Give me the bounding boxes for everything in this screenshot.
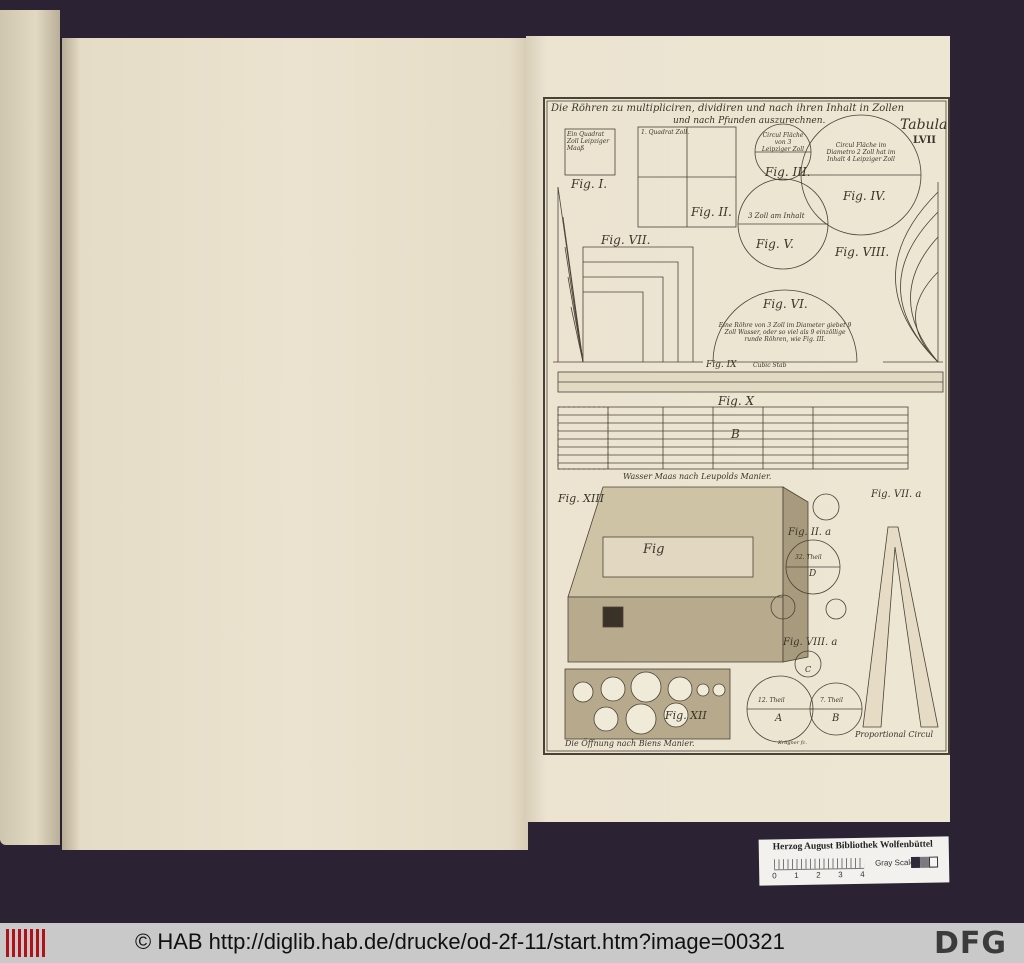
footer-bar: © HAB http://diglib.hab.de/drucke/od-2f-… — [0, 923, 1024, 963]
engraved-plate: Die Röhren zu multipliciren, dividiren u… — [543, 97, 951, 757]
fig12-label: Fig. XII — [665, 709, 707, 722]
fig8a-label: Fig. VIII. a — [783, 637, 838, 648]
fig4-circle-text: Circul Fläche im Diametro 2 Zoll hat im … — [826, 142, 896, 163]
fig8-arcs — [883, 182, 943, 363]
plate-inner-border — [546, 100, 947, 752]
fig10-label: Fig. X — [718, 394, 755, 408]
plate-drawing — [543, 97, 950, 755]
hab-logo-icon — [6, 929, 48, 957]
gray-scale-label: Gray Scale — [874, 857, 915, 868]
fig6-semicircle — [712, 289, 858, 363]
dfg-logo: DFG — [934, 926, 1008, 961]
thiel-32-label: 32. Theil — [795, 554, 822, 561]
thiel-a-label: A — [775, 713, 783, 724]
plate-title-line2: und nach Pfunden auszurechnen. — [673, 116, 826, 126]
gray-swatch-light — [928, 856, 939, 868]
fig7a-label: Fig. VII. a — [871, 489, 922, 500]
institution-name: Herzog August Bibliothek Wolfenbüttel — [772, 839, 933, 853]
fig6-text: Eine Röhre von 3 Zoll im Diameter giebet… — [718, 322, 852, 343]
fig7-label: Fig. VII. — [601, 233, 651, 247]
plate-title-line1: Die Röhren zu multipliciren, dividiren u… — [551, 103, 905, 114]
wasser-maas-label: Wasser Maas nach Leupolds Manier. — [623, 472, 772, 481]
fig5-circle-text: 3 Zoll am Inhalt — [748, 212, 805, 220]
fig3-circle-text: Circul Fläche von 3 Leipziger Zoll — [761, 132, 805, 153]
fig2-label: Fig. II. — [691, 205, 732, 219]
fig1-label: Fig. I. — [571, 177, 608, 191]
fig10-b-label: B — [731, 427, 740, 441]
fig2a-label: Fig. II. a — [788, 527, 832, 538]
fig4-label: Fig. IV. — [843, 189, 886, 203]
fig6-label: Fig. VI. — [763, 297, 808, 311]
fig7-lines — [553, 186, 703, 363]
fig12-openings — [572, 671, 726, 735]
gray-swatch-dark — [910, 856, 921, 869]
fig2-box-text: 1. Quadrat Zoll. — [641, 129, 690, 136]
scale-number: 2 — [816, 870, 821, 880]
fig5-label: Fig. V. — [756, 237, 794, 251]
fig10-grid — [557, 406, 909, 470]
scale-number: 3 — [838, 870, 843, 880]
fig13-box — [567, 486, 809, 663]
fig-box-label: Fig — [643, 542, 665, 557]
proportional-circul-label: Proportional Circul — [855, 730, 934, 739]
fig8-label: Fig. VIII. — [835, 245, 890, 259]
plate-border — [543, 97, 950, 755]
oeffnung-label: Die Öffnung nach Biens Manier. — [565, 739, 695, 748]
fig13-label: Fig. XIII — [558, 492, 605, 505]
thiel-d-label: D — [809, 569, 817, 579]
previous-page-edge — [0, 10, 60, 845]
library-scale-card: Herzog August Bibliothek Wolfenbüttel 0 … — [758, 836, 950, 886]
scale-number: 0 — [772, 871, 777, 881]
thiel-a-number: 12. Theil — [758, 697, 785, 704]
fig3-label: Fig. III. — [765, 165, 811, 179]
scan-background: Die Röhren zu multipliciren, dividiren u… — [0, 10, 951, 886]
engraver-signature: Krügner fc. — [778, 740, 807, 746]
thiel-b-number: 7. Theil — [820, 697, 843, 704]
thiel-b-label: B — [832, 713, 840, 724]
copyright-url: © HAB http://diglib.hab.de/drucke/od-2f-… — [135, 929, 785, 954]
cubic-stab-label: Cubic Stab — [753, 362, 787, 369]
scale-number: 1 — [794, 870, 799, 881]
scale-ruler — [773, 857, 865, 871]
plate-number: LVII — [913, 135, 936, 146]
fig1-box-text: Ein Quadrat Zoll Leipziger Maaß — [567, 131, 610, 152]
thiel-c-label: C — [805, 665, 812, 674]
scale-number: 4 — [860, 869, 865, 879]
gray-swatch-mid — [919, 856, 930, 868]
proportional-compass — [862, 526, 939, 728]
plate-tabula: Tabula — [900, 117, 948, 133]
fig1-square — [564, 128, 616, 176]
left-blank-page — [62, 38, 528, 850]
fig9-label: Fig. IX — [706, 360, 737, 370]
